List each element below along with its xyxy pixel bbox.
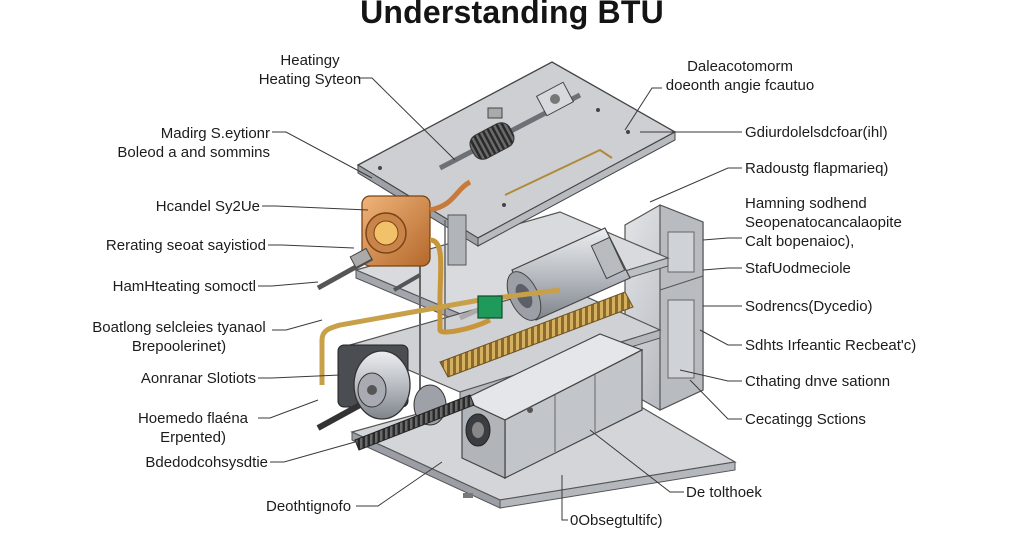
label-line: doeonth angie fcautuo <box>665 77 815 94</box>
label-hamning-sodhend: Hamning sodhend Seopenatocancalaopite Ca… <box>745 194 925 251</box>
label-line: Hcandel Sy2Ue <box>155 198 260 215</box>
label-line: StafUodmeciole <box>745 260 851 277</box>
label-line: Madirg S.eytionr <box>160 125 270 142</box>
label-radoustg: Radoustg flapmarieq) <box>745 159 915 178</box>
label-line: Calt bopenaioc), <box>745 233 855 250</box>
label-heating-system: Heatingy Heating Syteon <box>258 51 362 89</box>
label-line: Heating Syteon <box>258 71 362 88</box>
label-heating-control: HamHteating somoctl <box>86 277 256 296</box>
label-line: De tolthoek <box>686 484 762 501</box>
label-line: Erpented) <box>160 429 226 446</box>
label-line: HamHteating somoctl <box>112 278 256 295</box>
label-handel-system: Hcandel Sy2Ue <box>120 197 260 216</box>
leader-lines <box>258 77 742 521</box>
label-line: Radoustg flapmarieq) <box>745 160 889 177</box>
label-line: Sodrencs(Dycedio) <box>745 298 873 315</box>
label-line: Sdhts Irfeantic Recbeat'c) <box>745 337 917 354</box>
label-hoemedo-flaena: Hoemedo flaéna Erpented) <box>130 409 256 447</box>
label-mading-sections: Madirg S.eytionr Boleod a and sommins <box>94 124 270 162</box>
left-motor <box>316 344 447 431</box>
label-line: Daleacotomorm <box>687 58 793 75</box>
label-deothtignofo: Deothtignofo <box>266 497 366 516</box>
label-line: Cecatingg Sctions <box>745 411 866 428</box>
label-daleacotomorm: Daleacotomorm doeonth angie fcautuo <box>650 57 830 95</box>
label-line: Brepoolerinet) <box>131 338 227 355</box>
side-rod <box>316 247 421 292</box>
label-line: Boleod a and sommins <box>117 144 270 161</box>
label-aonranar-slotiots: Aonranar Slotiots <box>116 369 256 388</box>
label-sdhts-irfeantic: Sdhts Irfeantic Recbeat'c) <box>745 336 925 355</box>
copper-heat-exchanger <box>361 179 492 335</box>
label-line: Rerating seoat sayistiod <box>105 237 266 254</box>
top-coil <box>438 81 582 171</box>
drive-motor-housing <box>460 333 644 479</box>
label-line: Bdedodcohsysdtie <box>145 454 268 471</box>
label-de-tolthoek: De tolthoek <box>686 483 796 502</box>
label-stafuodmeciole: StafUodmeciole <box>745 259 885 278</box>
label-line: Boatlong selcleies tyanaol <box>92 319 266 336</box>
label-line: Heatingy <box>280 52 340 69</box>
label-obsegtultifc: 0Obsegtultifc) <box>570 511 700 530</box>
threaded-rod <box>439 291 634 378</box>
label-line: Cthating dnve sationn <box>745 373 891 390</box>
valve-assembly <box>319 287 561 385</box>
page-title: Understanding BTU <box>360 0 664 30</box>
label-boatlong-selections: Boatlong selcleies tyanaol Brepoolerinet… <box>88 318 270 356</box>
label-line: Aonranar Slotiots <box>140 370 256 387</box>
label-line: Deothtignofo <box>266 498 352 515</box>
label-line: Gdiurdolelsdcfoar(ihl) <box>745 124 888 141</box>
label-line: Seopenatocancalaopite <box>745 214 902 231</box>
label-line: Hamning sodhend <box>745 195 867 212</box>
label-sodrencs: Sodrencs(Dycedio) <box>745 297 885 316</box>
label-bdedodcohsysdtie: Bdedodcohsysdtie <box>112 453 268 472</box>
label-rerating-system: Rerating seoat sayistiod <box>96 236 266 255</box>
label-line: 0Obsegtultifc) <box>570 512 663 529</box>
label-gdiurdolelsdcfoar: Gdiurdolelsdcfoar(ihl) <box>745 123 915 142</box>
label-line: Hoemedo flaéna <box>137 410 249 427</box>
label-cthating-dnve: Cthating dnve sationn <box>745 372 905 391</box>
label-cecatingg-sctions: Cecatingg Sctions <box>745 410 905 429</box>
bottom-rod <box>354 394 475 451</box>
blower-cylinder <box>506 227 631 321</box>
